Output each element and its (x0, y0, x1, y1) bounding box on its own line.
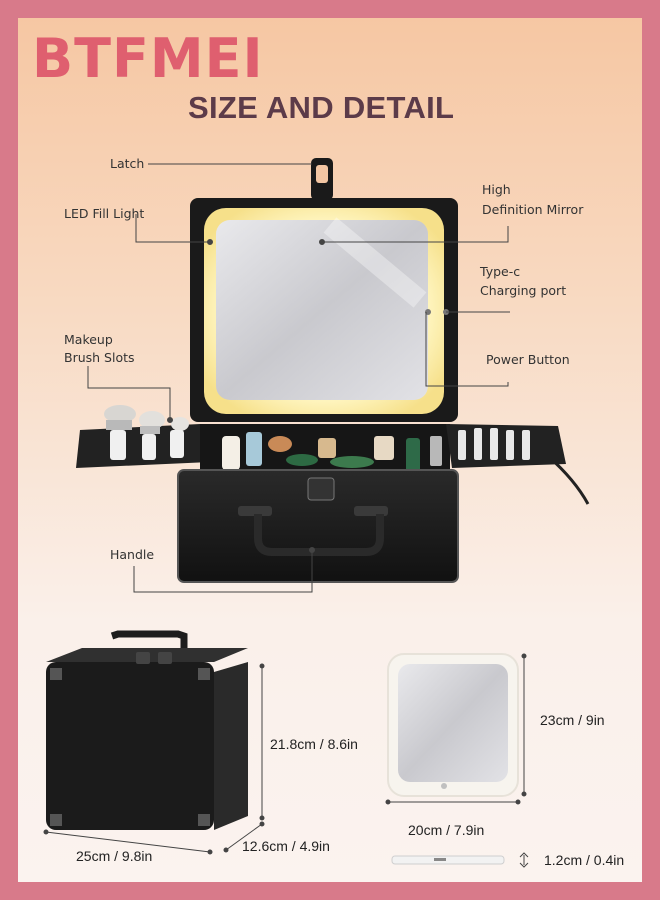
callout-power-button: Power Button (486, 352, 570, 367)
callout-typec-line2: Charging port (480, 283, 567, 298)
closed-case (46, 630, 248, 830)
callout-led-fill-light: LED Fill Light (64, 206, 145, 221)
callout-brush-line2: Brush Slots (64, 350, 135, 365)
callout-typec-line1: Type-c (480, 264, 521, 279)
open-makeup-case (76, 158, 590, 583)
page-title: SIZE AND DETAIL (188, 90, 455, 125)
case-body (177, 469, 459, 583)
callout-brush-line1: Makeup (64, 332, 113, 347)
dim-mirror-thickness: 1.2cm / 0.4in (544, 852, 625, 868)
case-dimension-lines (43, 663, 265, 855)
dim-mirror-height: 23cm / 9in (540, 712, 605, 728)
makeup-brushes-left (104, 405, 189, 460)
brand-logo: BTFMEI (32, 27, 264, 90)
detached-mirror (387, 653, 519, 797)
closed-case-side (214, 662, 248, 830)
lock (307, 477, 335, 501)
callout-hd-mirror-line2: Definition Mirror (482, 202, 584, 217)
dim-case-width: 25cm / 9.8in (76, 848, 153, 864)
mirror-dimension-lines (385, 653, 527, 805)
makeup-brushes-right (458, 428, 530, 460)
cosmetics-items (222, 432, 442, 472)
mirror-profile (391, 855, 505, 865)
closed-case-handle (110, 630, 188, 668)
dim-mirror-width: 20cm / 7.9in (408, 822, 485, 838)
callout-latch: Latch (110, 156, 145, 171)
case-handle (254, 514, 384, 556)
callout-hd-mirror-line1: High (482, 182, 511, 197)
dim-case-height: 21.8cm / 8.6in (270, 736, 358, 752)
mirror-touch-button (441, 783, 447, 789)
charging-cable (547, 454, 590, 505)
dim-case-depth: 12.6cm / 4.9in (242, 838, 330, 854)
mirror-glass (398, 664, 508, 782)
callout-lines (87, 163, 510, 593)
hd-mirror (216, 220, 428, 400)
closed-case-front (46, 662, 214, 830)
callout-handle: Handle (110, 547, 155, 562)
